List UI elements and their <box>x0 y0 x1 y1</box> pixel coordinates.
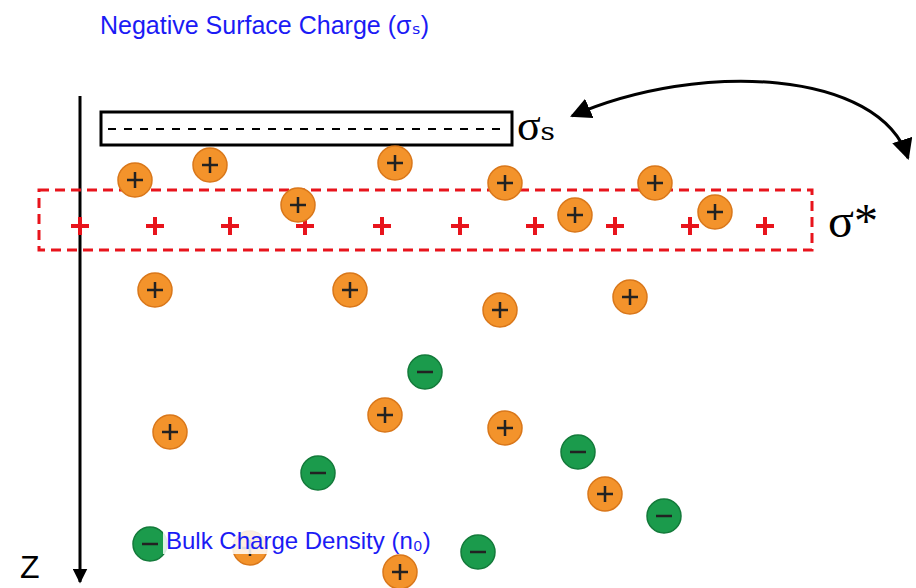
cation <box>138 273 172 307</box>
bulk-label: Bulk Charge Density (n₀) <box>163 528 434 554</box>
cation <box>483 293 517 327</box>
relation-arrow <box>572 81 908 158</box>
cation <box>588 477 622 511</box>
cation <box>153 415 187 449</box>
counter-charge-layer <box>39 190 812 250</box>
cation <box>281 188 315 222</box>
anion <box>561 435 595 469</box>
cation <box>488 411 522 445</box>
cation <box>193 148 227 182</box>
anion <box>647 499 681 533</box>
cation <box>383 555 417 588</box>
surface-charge-symbol: σₛ <box>517 102 556 150</box>
layer-charge <box>451 217 469 235</box>
z-axis <box>79 96 82 582</box>
layer-charge <box>71 217 89 235</box>
cation <box>558 198 592 232</box>
layer-charge <box>146 217 164 235</box>
title: Negative Surface Charge (σₛ) <box>100 12 429 40</box>
layer-charge <box>756 217 774 235</box>
cation <box>118 163 152 197</box>
surface-charges <box>108 128 506 130</box>
cation <box>698 195 732 229</box>
layer-charge <box>681 217 699 235</box>
cation <box>613 280 647 314</box>
layer-charge <box>526 217 544 235</box>
layer-charge <box>373 217 391 235</box>
charged-surface <box>101 112 512 145</box>
anion <box>133 527 167 561</box>
layer-charge <box>606 217 624 235</box>
cation <box>488 166 522 200</box>
cation <box>638 166 672 200</box>
layer-charge-symbol: σ* <box>828 195 878 248</box>
cation <box>333 273 367 307</box>
cation <box>378 146 412 180</box>
layer-charge <box>221 217 239 235</box>
anion <box>301 456 335 490</box>
anion <box>408 355 442 389</box>
axis-label: Z <box>20 550 40 585</box>
cation <box>368 398 402 432</box>
anion <box>461 535 495 569</box>
